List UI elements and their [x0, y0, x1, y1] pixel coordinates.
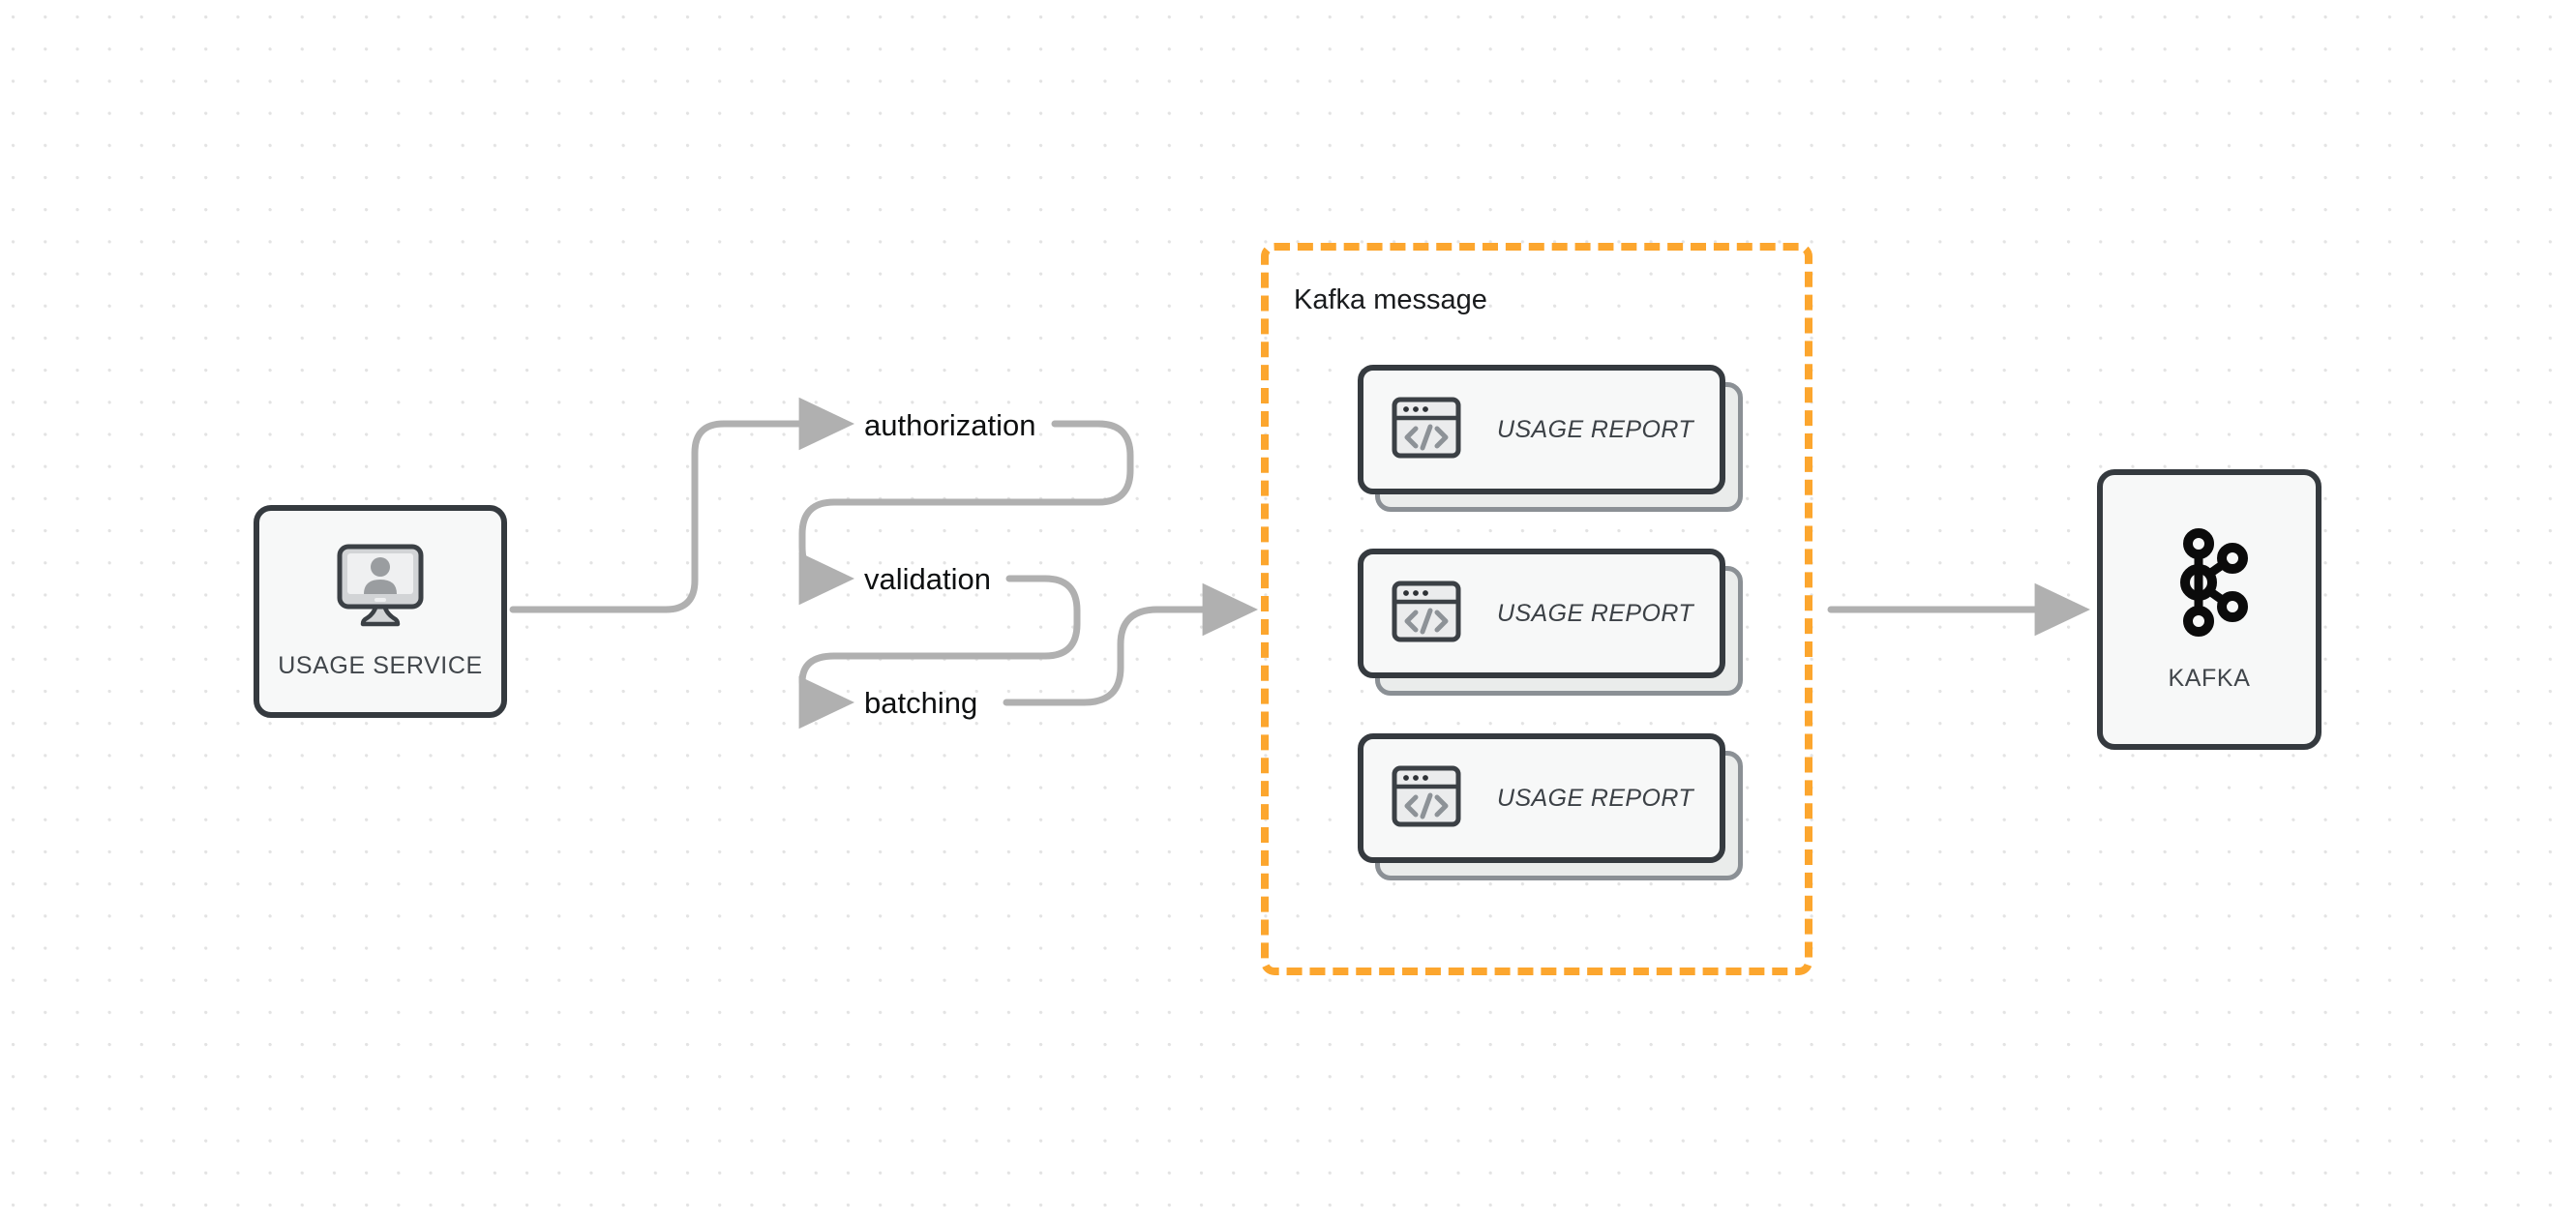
node-kafka-label: KAFKA	[2168, 665, 2251, 692]
edge-batching-to-kafka-message	[1003, 582, 1259, 706]
pipeline-step-authorization[interactable]: authorization	[864, 408, 1036, 442]
usage-report-card-label: USAGE REPORT	[1497, 599, 1693, 627]
usage-report-card-label: USAGE REPORT	[1497, 415, 1693, 443]
kafka-message-group-title: Kafka message	[1294, 284, 1487, 315]
monitor-user-icon	[334, 543, 427, 637]
usage-report-card-label: USAGE REPORT	[1497, 784, 1693, 812]
node-usage-service[interactable]: USAGE SERVICE	[254, 505, 507, 718]
edge-authorization-to-validation	[798, 420, 1134, 606]
edge-usage-service-to-authorization	[509, 397, 855, 613]
kafka-message-group[interactable]	[1261, 243, 1812, 975]
code-window-icon	[1391, 760, 1462, 837]
code-window-icon	[1391, 576, 1462, 652]
usage-report-card[interactable]: USAGE REPORT	[1358, 733, 1743, 880]
usage-report-card[interactable]: USAGE REPORT	[1358, 549, 1743, 696]
node-kafka[interactable]: KAFKA	[2097, 469, 2321, 750]
node-usage-service-label: USAGE SERVICE	[278, 652, 483, 679]
pipeline-step-validation[interactable]: validation	[864, 562, 991, 596]
pipeline-step-batching[interactable]: batching	[864, 686, 978, 720]
code-window-icon	[1391, 392, 1462, 468]
kafka-logo-icon	[2163, 526, 2256, 643]
edge-validation-to-batching	[798, 575, 1081, 730]
usage-report-card[interactable]: USAGE REPORT	[1358, 365, 1743, 512]
